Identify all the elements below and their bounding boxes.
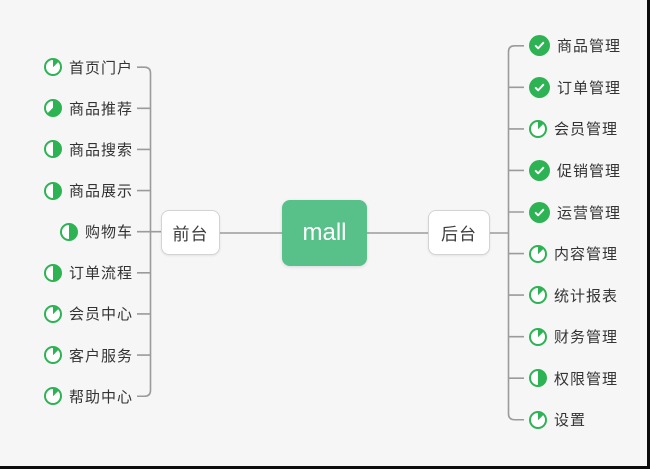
branch-node-backend-label: 后台	[441, 225, 477, 244]
connector-path	[137, 45, 524, 421]
backend-topic-item[interactable]: 内容管理	[529, 243, 618, 264]
frontend-topic-item[interactable]: 帮助中心	[43, 386, 133, 407]
topic-label: 商品推荐	[68, 100, 133, 118]
frontend-topic-item[interactable]: 商品搜索	[43, 139, 133, 160]
backend-topic-item[interactable]: 会员管理	[529, 118, 618, 139]
progress-pie-icon	[529, 369, 547, 388]
backend-topic-item[interactable]: 权限管理	[529, 368, 618, 389]
frontend-topic-item[interactable]: 订单流程	[43, 262, 133, 283]
progress-pie-icon	[43, 140, 62, 159]
backend-topic-item[interactable]: 财务管理	[529, 326, 618, 347]
topic-label: 内容管理	[554, 246, 619, 264]
topic-label: 订单管理	[557, 79, 622, 97]
topic-label: 运营管理	[557, 204, 622, 222]
check-icon	[529, 76, 550, 98]
check-icon	[529, 159, 550, 181]
check-icon	[529, 201, 550, 223]
frontend-topic-item[interactable]: 首页门户	[43, 57, 133, 78]
backend-topic-item[interactable]: 订单管理	[529, 76, 622, 98]
topic-label: 商品展示	[68, 183, 133, 201]
topic-label: 促销管理	[557, 162, 622, 180]
backend-topic-item[interactable]: 运营管理	[529, 201, 622, 223]
frontend-topic-item[interactable]: 会员中心	[43, 303, 133, 324]
topic-label: 客户服务	[68, 347, 133, 365]
root-node-mall[interactable]: mall	[282, 200, 367, 266]
progress-pie-icon	[43, 181, 62, 200]
topic-label: 财务管理	[554, 329, 619, 347]
frontend-topic-item[interactable]: 商品展示	[43, 180, 133, 201]
topic-label: 会员中心	[68, 306, 133, 324]
branch-node-frontend-label: 前台	[172, 225, 209, 244]
frontend-topic-item[interactable]: 商品推荐	[43, 98, 133, 119]
progress-pie-icon	[43, 387, 62, 406]
progress-pie-icon	[529, 286, 547, 305]
topic-label: 统计报表	[554, 287, 619, 305]
check-icon	[529, 35, 550, 57]
backend-topic-item[interactable]: 促销管理	[529, 159, 622, 181]
topic-label: 权限管理	[554, 370, 619, 388]
progress-pie-icon	[529, 119, 547, 138]
progress-pie-icon	[43, 99, 62, 118]
progress-pie-icon	[529, 410, 547, 429]
topic-label: 帮助中心	[68, 388, 133, 406]
backend-topic-item[interactable]: 设置	[529, 409, 586, 430]
topic-label: 商品管理	[557, 38, 622, 56]
frontend-topic-item[interactable]: 购物车	[59, 221, 133, 242]
progress-pie-icon	[43, 346, 62, 365]
frontend-topic-item[interactable]: 客户服务	[43, 345, 133, 366]
progress-pie-icon	[43, 263, 62, 282]
topic-label: 会员管理	[554, 121, 619, 139]
progress-pie-icon	[529, 327, 547, 346]
progress-pie-icon	[43, 304, 62, 323]
branch-node-frontend[interactable]: 前台	[161, 210, 220, 255]
topic-label: 购物车	[84, 224, 133, 242]
root-node-label: mall	[302, 219, 347, 246]
topic-label: 首页门户	[68, 59, 133, 77]
branch-node-backend[interactable]: 后台	[428, 210, 490, 255]
progress-pie-icon	[529, 244, 547, 263]
progress-pie-icon	[43, 58, 62, 77]
backend-topic-item[interactable]: 统计报表	[529, 285, 618, 306]
topic-label: 订单流程	[68, 265, 133, 283]
topic-label: 商品搜索	[68, 141, 133, 159]
progress-pie-icon	[59, 222, 78, 241]
backend-topic-item[interactable]: 商品管理	[529, 35, 622, 57]
topic-label: 设置	[554, 412, 587, 430]
